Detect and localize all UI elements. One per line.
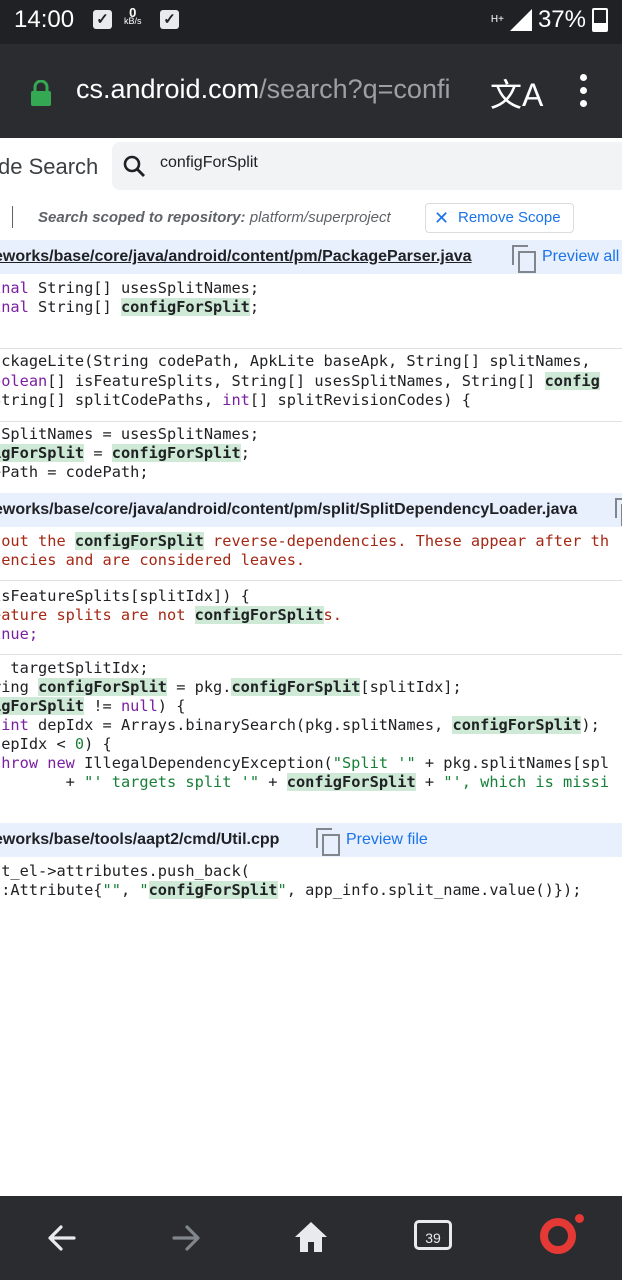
code-snippet[interactable]: sSplitNames = usesSplitNames; igForSplit… [0,421,622,492]
opera-icon[interactable] [540,1218,576,1254]
code-line: throw new IllegalDependencyException("Sp… [0,754,610,772]
copy-icon[interactable] [615,498,622,526]
battery-icon [592,8,608,32]
code-snippet[interactable]: isFeatureSplits[splitIdx]) { eature spli… [0,580,622,655]
code-snippet[interactable]: inal String[] usesSplitNames; inal Strin… [0,274,622,349]
code-line: st_el->attributes.push_back( [0,862,250,880]
code-snippet[interactable]: t targetSplitIdx; ring configForSplit = … [0,654,622,803]
translate-icon[interactable]: 文A [490,77,544,113]
signal-icon [509,9,532,31]
site-title[interactable]: de Search [0,154,99,179]
code-line: inal String[] usesSplitNames; [0,279,260,297]
search-box[interactable]: configForSplit [112,142,622,190]
network-type: H+ [490,14,504,25]
code-line: dencies and are considered leaves. [0,551,306,569]
code-line: String[] splitCodePaths, int[] splitRevi… [0,391,471,409]
home-icon[interactable] [293,1220,329,1254]
code-line: ackageLite(String codePath, ApkLite base… [0,352,591,370]
forward-arrow-icon[interactable] [170,1222,202,1254]
code-line: eature splits are not configForSplits. [0,606,342,624]
checklist-notification-icon: ✓ [160,10,179,29]
kebab-menu-icon[interactable] [572,70,596,110]
remove-scope-button[interactable]: ✕ Remove Scope [425,203,574,233]
result-file-header: eworks/base/tools/aapt2/cmd/Util.cpp Pre… [0,823,622,857]
code-line: int depIdx = Arrays.binarySearch(pkg.spl… [1,716,600,734]
divider [12,206,13,228]
code-line: t targetSplitIdx; [0,659,149,677]
result-file-header: eworks/base/core/java/android/content/pm… [0,493,622,527]
browser-bottom-bar: 39 [0,1196,622,1280]
back-arrow-icon[interactable] [46,1222,78,1254]
code-line: igForSplit = configForSplit; [0,444,250,463]
code-line: sSplitNames = usesSplitNames; [0,425,260,443]
preview-all-link[interactable]: Preview all [542,248,620,265]
file-path-link[interactable]: eworks/base/core/java/android/content/pm… [0,248,472,265]
file-path-link[interactable]: eworks/base/tools/aapt2/cmd/Util.cpp [0,831,280,848]
code-line: ring configForSplit = pkg.configForSplit… [0,678,462,696]
url-field[interactable]: cs.android.com/search?q=confi [76,74,470,105]
notification-dot [575,1214,584,1223]
code-snippet[interactable]: out the configForSplit reverse-dependenc… [0,527,622,581]
tabs-icon[interactable]: 39 [414,1220,452,1250]
battery-percent: 37% [537,6,586,33]
code-snippet[interactable]: st_el->attributes.push_back( ::Attribute… [0,857,622,907]
search-icon [123,155,145,177]
copy-icon[interactable] [316,828,340,856]
page-content: de Search configForSplit Search scoped t… [0,138,622,1196]
copy-icon[interactable] [512,245,536,273]
result-file-header: eworks/base/core/java/android/content/pm… [0,240,622,274]
code-line: isFeatureSplits[splitIdx]) { [0,587,250,605]
code-line: inue; [0,625,39,643]
file-path-link[interactable]: eworks/base/core/java/android/content/pm… [0,501,578,518]
clock: 14:00 [14,6,75,33]
lock-icon[interactable] [30,80,52,106]
code-line: ePath = codePath; [0,463,149,481]
code-line: oolean[] isFeatureSplits, String[] usesS… [0,372,600,390]
code-line: + "' targets split '" + configForSplit +… [0,773,610,791]
close-icon: ✕ [434,208,450,228]
url-path: /search?q=confi [259,74,451,104]
preview-file-link[interactable]: Preview file [346,831,428,848]
code-line: depIdx < 0) { [0,735,112,753]
code-line: igForSplit != null) { [0,697,185,716]
search-input[interactable]: configForSplit [160,154,258,171]
code-line: out the configForSplit reverse-dependenc… [0,532,610,550]
code-line: inal String[] configForSplit; [0,298,260,316]
browser-toolbar: cs.android.com/search?q=confi 文A [0,44,622,138]
checklist-notification-icon: ✓ [93,10,112,29]
url-domain: cs.android.com [76,74,260,104]
scope-info: Search scoped to repository: platform/su… [38,209,391,226]
code-snippet[interactable]: ackageLite(String codePath, ApkLite base… [0,348,622,422]
code-line: ::Attribute{"", "configForSplit", app_in… [0,881,582,899]
